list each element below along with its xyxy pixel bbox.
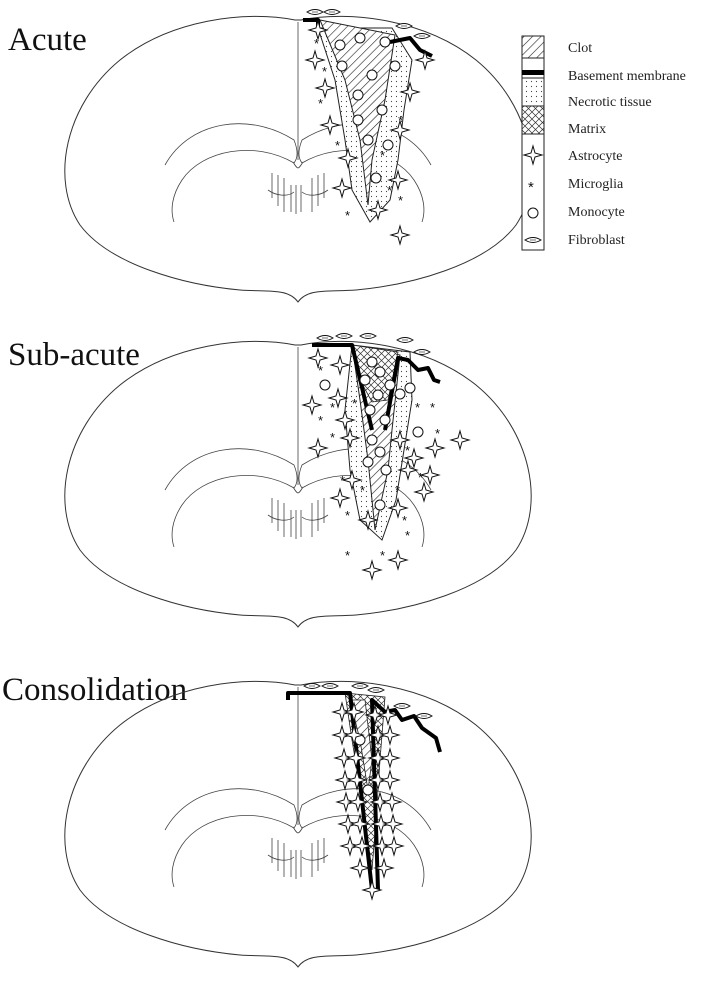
svg-text:*: * bbox=[415, 400, 420, 415]
svg-text:*: * bbox=[330, 400, 335, 415]
astrocyte-icon bbox=[391, 226, 409, 244]
monocyte-legend-icon bbox=[528, 208, 538, 218]
svg-text:*: * bbox=[360, 483, 365, 498]
fibroblast-icon bbox=[394, 704, 410, 709]
monocyte-icon bbox=[335, 40, 345, 50]
stage-label-consolidation: Consolidation bbox=[2, 672, 187, 708]
svg-text:*: * bbox=[395, 483, 400, 498]
fibroblast-icon bbox=[360, 334, 376, 339]
legend-astrocyte: Astrocyte bbox=[568, 149, 622, 164]
svg-text:*: * bbox=[435, 426, 440, 441]
svg-text:*: * bbox=[345, 508, 350, 523]
fibroblast-icon bbox=[352, 684, 368, 689]
svg-text:*: * bbox=[418, 470, 423, 485]
monocyte-icon bbox=[377, 105, 387, 115]
legend-fibroblast: Fibroblast bbox=[568, 233, 625, 248]
svg-text:*: * bbox=[345, 548, 350, 563]
svg-text:*: * bbox=[430, 400, 435, 415]
legend: Clot Basement membrane Necrotic tissue M… bbox=[522, 36, 686, 250]
svg-text:*: * bbox=[318, 96, 323, 111]
monocyte-icon bbox=[355, 33, 365, 43]
monocyte-icon bbox=[337, 61, 347, 71]
monocyte-icon bbox=[390, 61, 400, 71]
fibroblast-icon bbox=[304, 684, 320, 689]
fibroblast-icon bbox=[368, 688, 384, 693]
necrotic-swatch bbox=[522, 78, 544, 106]
svg-text:*: * bbox=[398, 193, 403, 208]
legend-clot: Clot bbox=[568, 41, 592, 56]
astrocyte-icon bbox=[316, 79, 334, 97]
fibroblast-icon bbox=[317, 336, 333, 341]
svg-text:*: * bbox=[340, 473, 345, 488]
svg-text:*: * bbox=[380, 148, 385, 163]
svg-text:*: * bbox=[345, 208, 350, 223]
legend-matrix: Matrix bbox=[568, 122, 606, 137]
astrocyte-icon bbox=[333, 179, 351, 197]
fibroblast-icon bbox=[414, 34, 430, 39]
monocyte-icon bbox=[380, 37, 390, 47]
consolidation-panel bbox=[65, 681, 531, 967]
astrocyte-icon bbox=[321, 116, 339, 134]
fibroblast-icon bbox=[396, 24, 412, 29]
svg-text:*: * bbox=[405, 443, 410, 458]
svg-text:*: * bbox=[387, 183, 392, 198]
fibroblast-icon bbox=[307, 10, 323, 15]
monocyte-icon bbox=[353, 115, 363, 125]
fibroblast-icon bbox=[416, 714, 432, 719]
svg-text:*: * bbox=[330, 430, 335, 445]
clot-swatch bbox=[522, 36, 544, 58]
legend-monocyte: Monocyte bbox=[568, 205, 625, 220]
svg-text:*: * bbox=[314, 36, 319, 51]
fibroblast-icon bbox=[324, 10, 340, 15]
acute-panel: *** *** *** bbox=[65, 10, 531, 303]
monocyte-icon bbox=[367, 70, 377, 80]
monocyte-icon bbox=[353, 90, 363, 100]
legend-microglia: Microglia bbox=[568, 177, 624, 192]
svg-text:*: * bbox=[402, 513, 407, 528]
svg-text:*: * bbox=[322, 64, 327, 79]
legend-necrotic: Necrotic tissue bbox=[568, 95, 652, 110]
svg-text:*: * bbox=[352, 396, 357, 411]
fibroblast-legend-icon bbox=[525, 238, 541, 243]
fibroblast-icon bbox=[336, 334, 352, 339]
legend-membrane: Basement membrane bbox=[568, 69, 686, 84]
stage-label-subacute: Sub-acute bbox=[8, 337, 140, 373]
membrane-swatch bbox=[522, 70, 544, 75]
fibroblast-icon bbox=[322, 684, 338, 689]
matrix-swatch bbox=[522, 106, 544, 134]
subacute-panel: *** *** *** *** *** *** bbox=[65, 334, 531, 628]
svg-text:*: * bbox=[405, 528, 410, 543]
svg-text:*: * bbox=[318, 363, 323, 378]
stage-label-acute: Acute bbox=[8, 22, 87, 58]
fibroblast-icon bbox=[414, 350, 430, 355]
svg-text:*: * bbox=[380, 548, 385, 563]
monocyte-icon bbox=[363, 785, 373, 795]
monocyte-icon bbox=[363, 135, 373, 145]
svg-text:*: * bbox=[398, 113, 403, 128]
monocyte-icon bbox=[371, 173, 381, 183]
fibroblast-icon bbox=[397, 338, 413, 343]
basement-membrane bbox=[303, 20, 318, 26]
microglia-legend-icon: * bbox=[528, 179, 534, 196]
svg-text:*: * bbox=[335, 138, 340, 153]
svg-text:*: * bbox=[318, 413, 323, 428]
